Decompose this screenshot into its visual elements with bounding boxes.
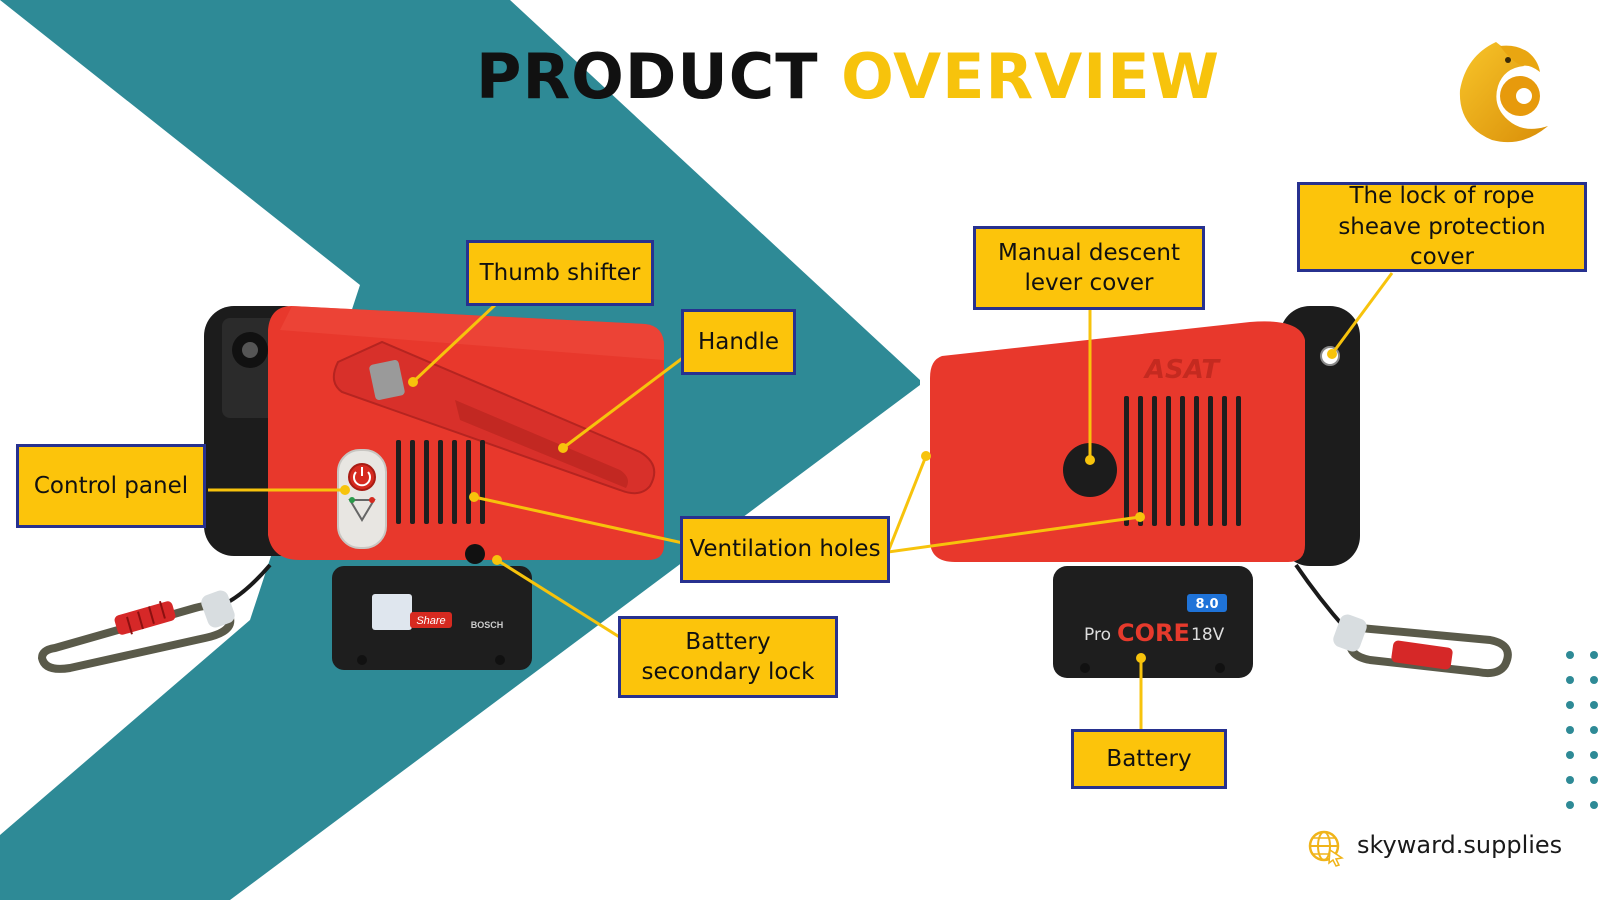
left-vent-slits [396, 440, 485, 524]
right-carabiner [1333, 614, 1512, 678]
globe-cursor-icon [1308, 830, 1344, 867]
website-link[interactable]: skyward.supplies [1357, 831, 1563, 859]
right-red-body [930, 321, 1305, 562]
left-carabiner [37, 590, 235, 673]
battery-voltage-label: 18V [1191, 625, 1225, 645]
asat-brand-mark: ASAT [1143, 355, 1221, 385]
battery-core-label: CORE [1117, 619, 1190, 647]
thumb-shifter-part [369, 360, 405, 400]
page-title: PRODUCT OVERVIEW [476, 46, 1220, 108]
callout-handle: Handle [681, 309, 796, 375]
left-device: Share BOSCH [37, 306, 664, 673]
leader-lines [208, 272, 1394, 732]
callout-rope-sheave-lock: The lock of rope sheave protection cover [1297, 182, 1587, 272]
control-panel-part [337, 449, 387, 549]
left-battery-brand-label: BOSCH [471, 620, 504, 630]
dot-grid-decoration [1566, 651, 1598, 809]
battery-capacity-label: 8.0 [1195, 597, 1218, 612]
title-product: PRODUCT [476, 40, 819, 113]
battery-lock-knob [465, 544, 485, 564]
left-battery: Share BOSCH [332, 566, 532, 670]
manual-descent-knob [1063, 443, 1117, 497]
leader-dots [340, 349, 1337, 663]
callout-battery-secondary-lock: Battery secondary lock [618, 616, 838, 698]
title-overview: OVERVIEW [841, 40, 1221, 113]
right-device: ASAT 8.0 Pro CORE 18 [930, 306, 1512, 678]
right-vent-slits [1124, 396, 1241, 526]
callout-manual-descent-lever-cover: Manual descent lever cover [973, 226, 1205, 310]
left-battery-share-label: Share [416, 615, 445, 627]
callout-thumb-shifter: Thumb shifter [466, 240, 654, 306]
eagle-logo-icon [1459, 42, 1548, 143]
callout-battery: Battery [1071, 729, 1227, 789]
callout-ventilation-holes: Ventilation holes [680, 516, 890, 583]
callout-control-panel: Control panel [16, 444, 206, 528]
battery-pro-label: Pro [1084, 625, 1111, 645]
right-battery: 8.0 Pro CORE 18V [1053, 566, 1253, 678]
